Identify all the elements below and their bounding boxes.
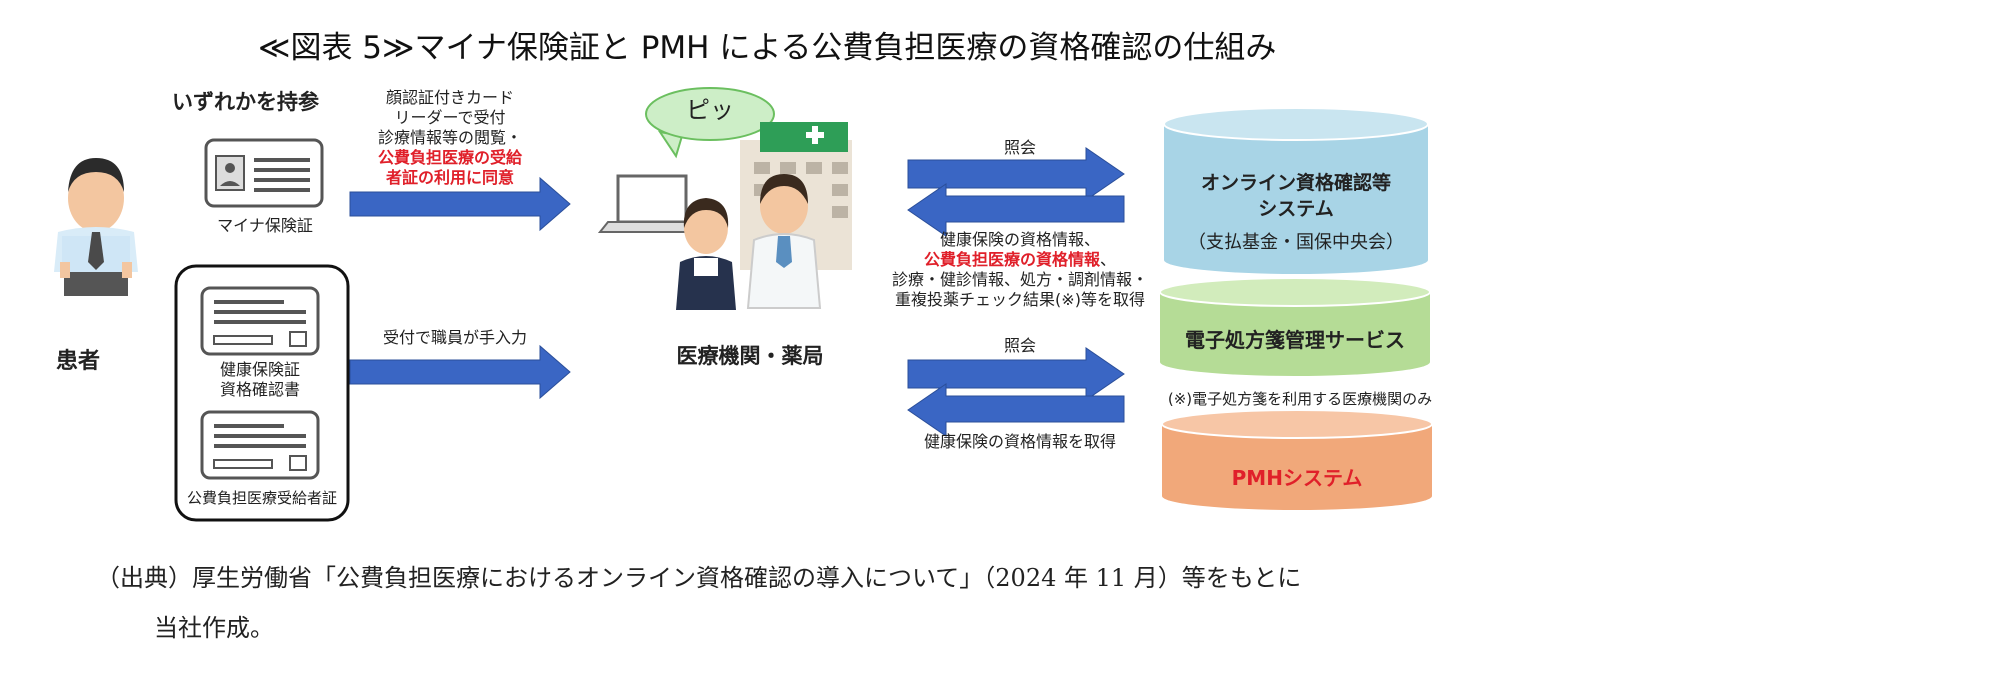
results-text-2-red: 公費負担医療の資格情報 <box>923 250 1100 269</box>
facility-illustration <box>597 122 852 310</box>
query-label-upper: 照会 <box>1003 138 1036 157</box>
figure-title: ≪図表 5≫マイナ保険証と PMH による公費負担医療の資格確認の仕組み <box>258 30 1277 66</box>
health-card-label: 健康保険証 <box>219 360 300 379</box>
public-card-label: 公費負担医療受給者証 <box>186 489 337 507</box>
manual-input-text: 受付で職員が手入力 <box>382 328 527 347</box>
eprescription-cylinder <box>1159 277 1431 376</box>
return-arrow-upper <box>907 183 1125 237</box>
results-text-3: 診療・健診情報、処方・調剤情報・ <box>891 270 1148 289</box>
myna-card-icon <box>204 138 324 208</box>
bottom-result-text: 健康保険の資格情報を取得 <box>923 432 1116 451</box>
health-card-icon <box>200 286 320 356</box>
public-card-icon <box>200 410 320 480</box>
online-system-operator: （支払基金・国保中央会） <box>1188 232 1404 253</box>
results-text-2: 公費負担医療の資格情報、 <box>890 250 1150 270</box>
speech-bubble <box>645 87 775 159</box>
consent-text-5: 者証の利用に同意 <box>385 168 514 187</box>
qualification-cert-label: 資格確認書 <box>219 380 300 399</box>
query-label-lower: 照会 <box>1003 336 1036 355</box>
patient-label: 患者 <box>56 349 101 374</box>
card-group-box <box>174 264 350 522</box>
patient-icon <box>54 158 138 296</box>
eprescription-name: 電子処方箋管理サービス <box>1185 328 1405 352</box>
query-arrow-upper <box>907 147 1125 201</box>
bring-any-label: いずれかを持参 <box>172 90 319 114</box>
results-text-1: 健康保険の資格情報、 <box>939 230 1100 249</box>
source-line-2: 当社作成。 <box>154 614 274 642</box>
online-system-name-2: システム <box>1258 198 1334 220</box>
results-text-2-end: 、 <box>1100 250 1117 269</box>
consent-text-3: 診療情報等の閲覧・ <box>377 128 522 147</box>
query-arrow-lower <box>907 347 1125 401</box>
speech-text: ピッ <box>686 96 734 124</box>
consent-text-2: リーダーで受付 <box>394 108 506 127</box>
consent-text-1: 顔認証付きカード <box>385 88 514 107</box>
facility-label: 医療機関・薬局 <box>676 344 824 368</box>
results-text-4: 重複投薬チェック結果(※)等を取得 <box>895 290 1145 309</box>
eprescription-note: (※)電子処方箋を利用する医療機関のみ <box>1167 390 1433 408</box>
pmh-name: PMHシステム <box>1231 466 1363 490</box>
myna-card-label: マイナ保険証 <box>217 216 313 235</box>
consent-arrow <box>349 176 571 232</box>
return-arrow-lower <box>907 383 1125 437</box>
manual-input-arrow <box>349 344 571 400</box>
online-system-cylinder <box>1163 107 1429 274</box>
consent-text-4: 公費負担医療の受給 <box>377 148 522 167</box>
online-system-name-1: オンライン資格確認等 <box>1200 172 1391 194</box>
source-line-1: （出典）厚生労働省「公費負担医療におけるオンライン資格確認の導入について」（20… <box>96 564 1302 592</box>
pmh-cylinder <box>1161 409 1433 510</box>
